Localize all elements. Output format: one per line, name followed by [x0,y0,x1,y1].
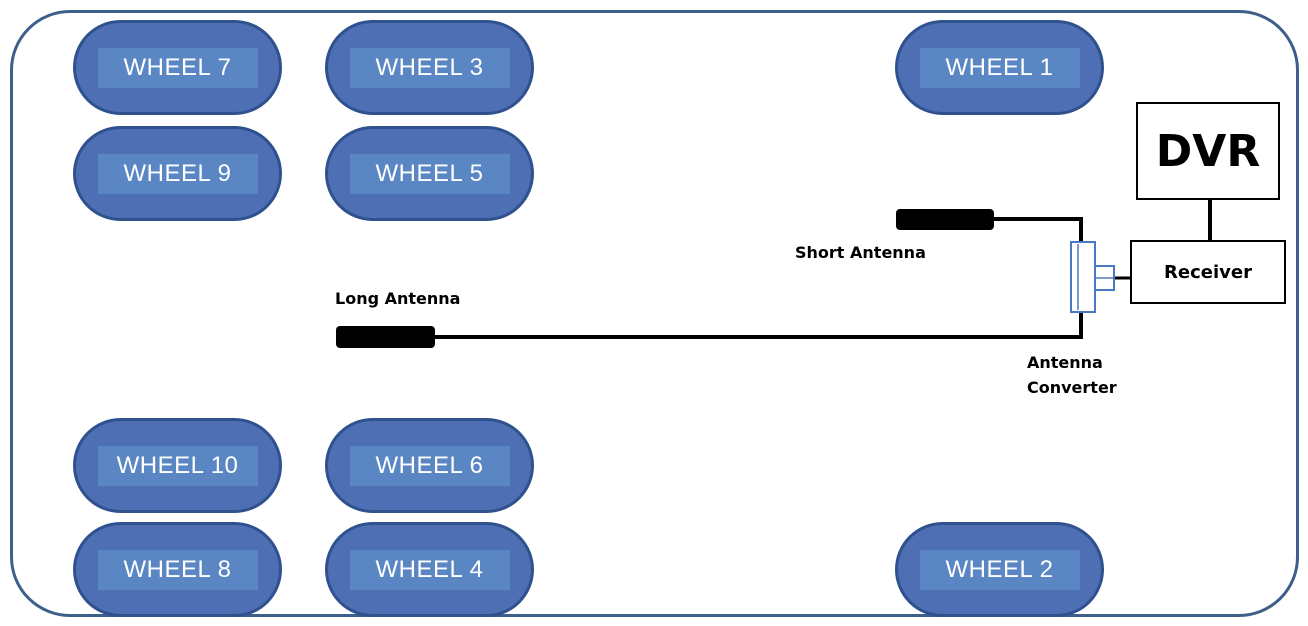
wheel-2-label: WHEEL 2 [919,549,1080,590]
wheel-1: WHEEL 1 [895,20,1104,115]
wheel-1-label: WHEEL 1 [919,47,1080,88]
antenna-converter-label-line1: Antenna [1027,353,1103,372]
vehicle-outline [10,10,1299,617]
wheel-4: WHEEL 4 [325,522,534,617]
wheel-5-label: WHEEL 5 [349,153,510,194]
long-antenna-label: Long Antenna [335,289,461,308]
antenna-converter-label-line2: Converter [1027,378,1117,397]
long-antenna-cable [433,312,1083,339]
short-antenna-icon [896,209,994,230]
receiver-box: Receiver [1130,240,1286,304]
wheel-10-label: WHEEL 10 [97,445,258,486]
wheel-7-label: WHEEL 7 [97,47,258,88]
wheel-4-label: WHEEL 4 [349,549,510,590]
short-antenna-cable [993,217,1083,242]
short-antenna-label: Short Antenna [795,243,926,262]
wheel-6-label: WHEEL 6 [349,445,510,486]
wheel-6: WHEEL 6 [325,418,534,513]
wheel-8: WHEEL 8 [73,522,282,617]
wheel-9: WHEEL 9 [73,126,282,221]
wheel-5: WHEEL 5 [325,126,534,221]
dvr-label: DVR [1155,125,1261,177]
wheel-7: WHEEL 7 [73,20,282,115]
antenna-converter-icon [1070,241,1115,313]
dvr-box: DVR [1136,102,1280,200]
wheel-9-label: WHEEL 9 [97,153,258,194]
wheel-2: WHEEL 2 [895,522,1104,617]
wheel-8-label: WHEEL 8 [97,549,258,590]
wheel-3-label: WHEEL 3 [349,47,510,88]
wheel-3: WHEEL 3 [325,20,534,115]
receiver-label: Receiver [1164,261,1252,283]
long-antenna-icon [336,326,435,348]
wheel-10: WHEEL 10 [73,418,282,513]
